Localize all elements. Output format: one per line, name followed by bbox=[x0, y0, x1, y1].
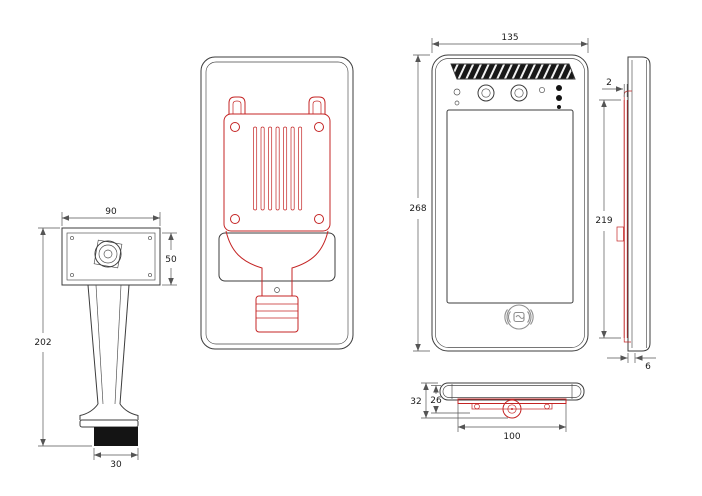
dim-front-width: 135 bbox=[501, 33, 518, 43]
dim-stand-plate-height: 50 bbox=[165, 255, 177, 265]
sensor-hole-icon bbox=[453, 88, 461, 96]
bracket-bottom-profile bbox=[457, 398, 567, 419]
stand-ball-joint bbox=[93, 239, 123, 269]
mounting-bracket bbox=[223, 96, 331, 333]
view-side: 2 219 6 bbox=[595, 56, 656, 372]
bracket-hinge bbox=[502, 399, 522, 419]
view-desk-stand: 90 50 bbox=[34, 207, 177, 470]
view-rear-with-bracket bbox=[200, 56, 354, 350]
ir-led-icon bbox=[556, 85, 562, 91]
mic-hole-icon bbox=[454, 100, 460, 106]
dim-side-bottom-edge: 6 bbox=[645, 362, 651, 372]
bracket-latch bbox=[616, 226, 624, 242]
rear-screw-hole bbox=[274, 287, 280, 293]
dim-stand-plate-width: 90 bbox=[105, 207, 117, 217]
front-bezel-inner bbox=[435, 58, 585, 348]
dim-side-plate-thickness: 2 bbox=[606, 78, 612, 88]
stand-base bbox=[79, 403, 139, 446]
dim-side-bracket-length: 219 bbox=[595, 216, 612, 226]
nfc-contactless-icon bbox=[504, 304, 534, 330]
view-front: 135 bbox=[409, 33, 589, 352]
rear-recess-window bbox=[218, 232, 336, 282]
ir-led-icon bbox=[557, 105, 561, 109]
dim-stand-base-width: 30 bbox=[110, 460, 122, 470]
camera-sensor-array bbox=[453, 84, 562, 109]
side-housing-outline bbox=[627, 56, 651, 352]
stand-foot bbox=[94, 427, 138, 446]
camera-lens-icon bbox=[477, 84, 495, 102]
bracket-side-profile bbox=[616, 90, 632, 343]
stand-plate-outline bbox=[61, 227, 161, 286]
bracket-vent-slots bbox=[253, 126, 303, 211]
camera-lens-icon bbox=[510, 84, 528, 102]
dim-bottom-body-depth: 26 bbox=[430, 396, 442, 406]
bracket-clamp bbox=[255, 295, 299, 333]
dim-stand-total-height: 202 bbox=[34, 338, 51, 348]
dim-bottom-bracket-width: 100 bbox=[503, 432, 520, 442]
sensor-hole-icon bbox=[539, 87, 545, 93]
stand-column bbox=[87, 284, 130, 405]
front-housing-outline bbox=[431, 54, 589, 352]
speaker-grille bbox=[450, 63, 576, 80]
dim-front-height: 268 bbox=[409, 204, 426, 214]
ir-led-icon bbox=[556, 95, 562, 101]
rear-housing-inner bbox=[205, 61, 349, 345]
stand-plate-inner bbox=[66, 232, 156, 281]
rear-housing-outline bbox=[200, 56, 354, 350]
view-bottom: 32 26 100 bbox=[410, 382, 585, 442]
bracket-plate bbox=[223, 113, 331, 232]
display-screen bbox=[446, 109, 574, 304]
dim-bottom-overall-depth: 32 bbox=[410, 397, 421, 407]
